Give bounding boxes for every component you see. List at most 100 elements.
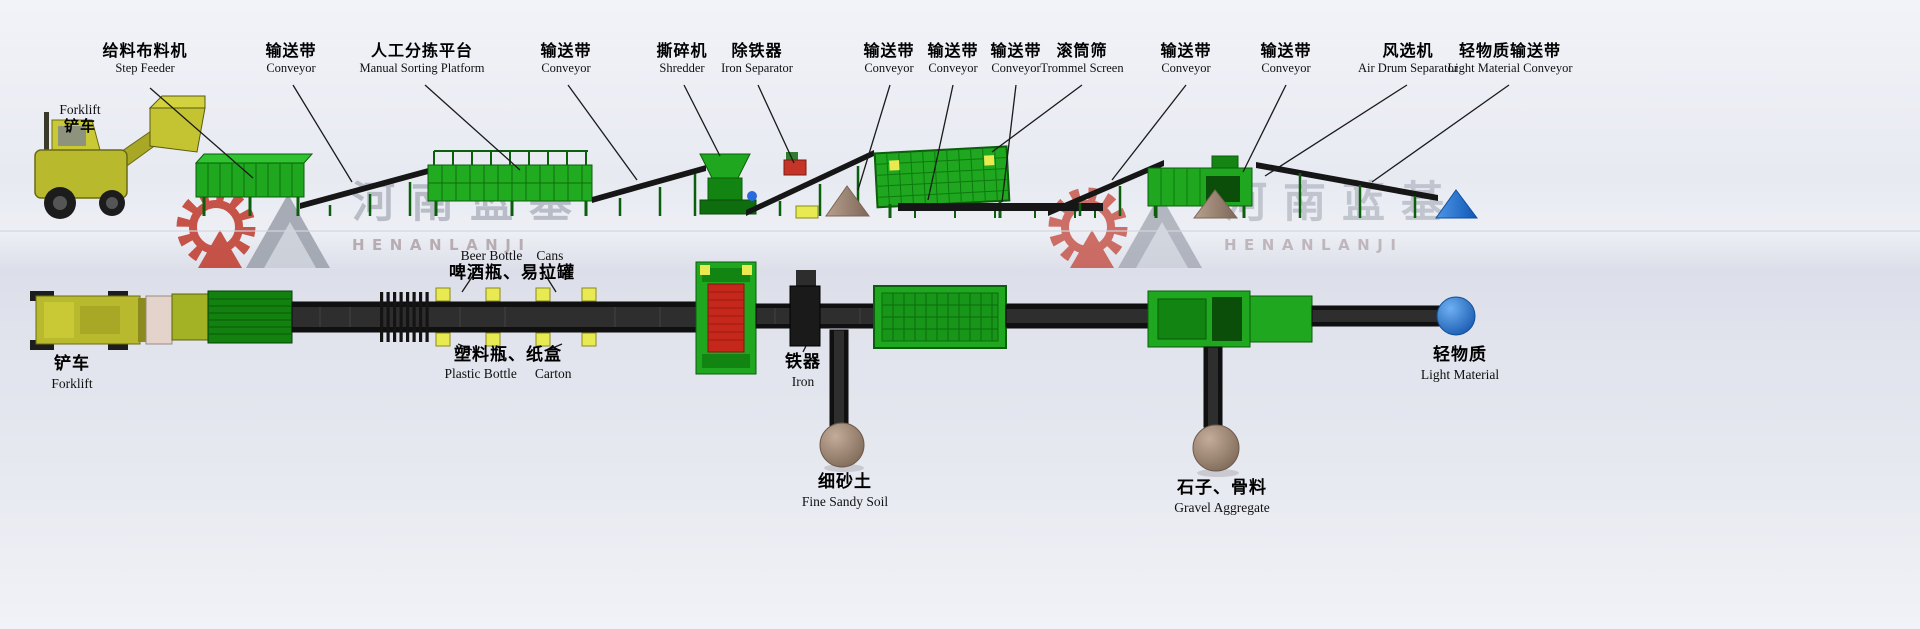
- iron-separator-unit: [783, 152, 807, 176]
- leader-line: [683, 84, 721, 157]
- collection-boxes: [435, 287, 597, 347]
- trommel-screen-machine: [873, 145, 1011, 218]
- leader-line: [857, 84, 891, 191]
- label-light-material-conveyor: 轻物质输送带 Light Material Conveyor: [1447, 41, 1573, 76]
- leader-line: [292, 84, 353, 183]
- label-conveyor-6: 输送带 Conveyor: [1160, 41, 1212, 76]
- label-zh: 除铁器: [731, 41, 783, 60]
- gravel-aggregate-pile: [1192, 424, 1240, 472]
- label-zh: 铁器: [785, 352, 821, 372]
- leader-line: [424, 84, 521, 171]
- label-beer-bottle-cans: Beer Bottle Cans 啤酒瓶、易拉罐: [449, 248, 575, 284]
- label-en: Shredder: [659, 61, 705, 76]
- leader-line: [1264, 84, 1408, 177]
- leader-line: [1242, 84, 1287, 173]
- label-zh: 撕碎机: [656, 41, 708, 60]
- label-shredder: 撕碎机 Shredder: [656, 41, 708, 76]
- shredder-plan: [695, 261, 757, 375]
- label-zh: 输送带: [1260, 41, 1312, 60]
- leader-line: [991, 84, 1083, 153]
- label-conveyor-5: 输送带 Conveyor: [990, 41, 1042, 76]
- label-conveyor-4: 输送带 Conveyor: [927, 41, 979, 76]
- incline-conveyor-1: [300, 167, 432, 216]
- material-cone-brown: [825, 185, 870, 217]
- label-en: Conveyor: [1261, 61, 1311, 76]
- label-forklift-top: Forklift 铲车: [59, 101, 100, 135]
- floor-edge-line: [0, 230, 1920, 232]
- ground-conveyor: [898, 203, 1103, 218]
- label-conveyor-7: 输送带 Conveyor: [1260, 41, 1312, 76]
- label-zh: 输送带: [1160, 41, 1212, 60]
- label-zh: 啤酒瓶、易拉罐: [449, 263, 575, 284]
- leader-line: [927, 84, 954, 201]
- label-manual-sorting-platform: 人工分拣平台 Manual Sorting Platform: [360, 41, 485, 76]
- comb-section: [380, 292, 429, 342]
- leader-line: [461, 267, 479, 293]
- fine-sandy-soil-pile: [819, 422, 865, 468]
- watermark-english: HENANLANJI: [352, 236, 532, 255]
- fines-discharge-conveyor: [829, 329, 849, 429]
- label-en: Conveyor: [1161, 61, 1211, 76]
- label-fine-sandy-soil: 细砂土 Fine Sandy Soil: [801, 472, 889, 510]
- leader-line: [1111, 84, 1187, 181]
- label-zh: 给料布料机: [102, 41, 188, 60]
- leader-line: [567, 84, 638, 181]
- light-material-decline-conveyor: [1256, 162, 1438, 218]
- label-en: Air Drum Separator: [1358, 61, 1458, 76]
- label-en: Light Material Conveyor: [1447, 61, 1573, 76]
- collection-box: [795, 205, 819, 219]
- label-zh: 输送带: [863, 41, 915, 60]
- incline-conveyor-4: [1048, 160, 1164, 216]
- label-en: Light Material: [1420, 366, 1500, 382]
- forklift-plan-view: [30, 291, 173, 350]
- label-conveyor-2: 输送带 Conveyor: [540, 41, 592, 76]
- label-en: Forklift: [51, 375, 93, 391]
- label-iron-separator: 除铁器 Iron Separator: [721, 41, 793, 76]
- watermark-left: 河南蓝基 HENANLANJI: [168, 179, 588, 272]
- step-feeder-machine: [194, 153, 314, 216]
- label-iron: 铁器 Iron: [785, 352, 821, 390]
- label-en: Iron: [791, 373, 815, 389]
- label-zh: 输送带: [540, 41, 592, 60]
- leader-line: [757, 84, 795, 164]
- trommel-screen-plan: [873, 285, 1007, 349]
- label-en: Conveyor: [864, 61, 914, 76]
- label-zh: 轻物质输送带: [1458, 41, 1562, 60]
- label-en: Fine Sandy Soil: [801, 493, 889, 509]
- label-en-plastic-bottle: Plastic Bottle: [444, 365, 517, 381]
- label-en: Gravel Aggregate: [1174, 499, 1270, 515]
- label-zh: 输送带: [265, 41, 317, 60]
- leader-line: [149, 87, 254, 179]
- label-en: Forklift: [59, 102, 101, 117]
- label-zh: 石子、骨料: [1177, 478, 1267, 498]
- label-zh: 铲车: [53, 354, 90, 374]
- label-zh: 塑料瓶、纸盒: [454, 345, 562, 365]
- label-zh: 输送带: [927, 41, 979, 60]
- shredder-machine: [699, 153, 757, 215]
- sphere-shadow: [1197, 469, 1239, 477]
- label-gravel-aggregate: 石子、骨料 Gravel Aggregate: [1174, 478, 1270, 516]
- label-zh: 细砂土: [817, 472, 872, 492]
- label-en: Trommel Screen: [1040, 61, 1124, 76]
- incline-conveyor-2: [592, 165, 706, 216]
- leader-line: [1001, 84, 1017, 203]
- label-en-carton: Carton: [534, 365, 572, 381]
- leader-line: [1371, 84, 1510, 183]
- label-forklift-bottom: 铲车 Forklift: [51, 354, 93, 392]
- iron-separator-plan: [789, 270, 821, 347]
- material-cone-brown: [1193, 189, 1239, 219]
- label-en: Conveyor: [541, 61, 591, 76]
- label-zh: 风选机: [1382, 41, 1434, 60]
- label-conveyor-1: 输送带 Conveyor: [265, 41, 317, 76]
- leader-line: [457, 343, 473, 351]
- leader-line: [547, 343, 563, 351]
- label-light-material: 轻物质 Light Material: [1420, 345, 1500, 383]
- step-feeder-plan: [171, 290, 293, 344]
- gravel-discharge-conveyor: [1203, 346, 1223, 428]
- label-zh: 铲车: [63, 117, 97, 136]
- label-step-feeder: 给料布料机 Step Feeder: [102, 41, 188, 76]
- conveyor-plan-2: [1005, 304, 1149, 328]
- label-zh: 轻物质: [1432, 345, 1487, 365]
- label-zh: 输送带: [990, 41, 1042, 60]
